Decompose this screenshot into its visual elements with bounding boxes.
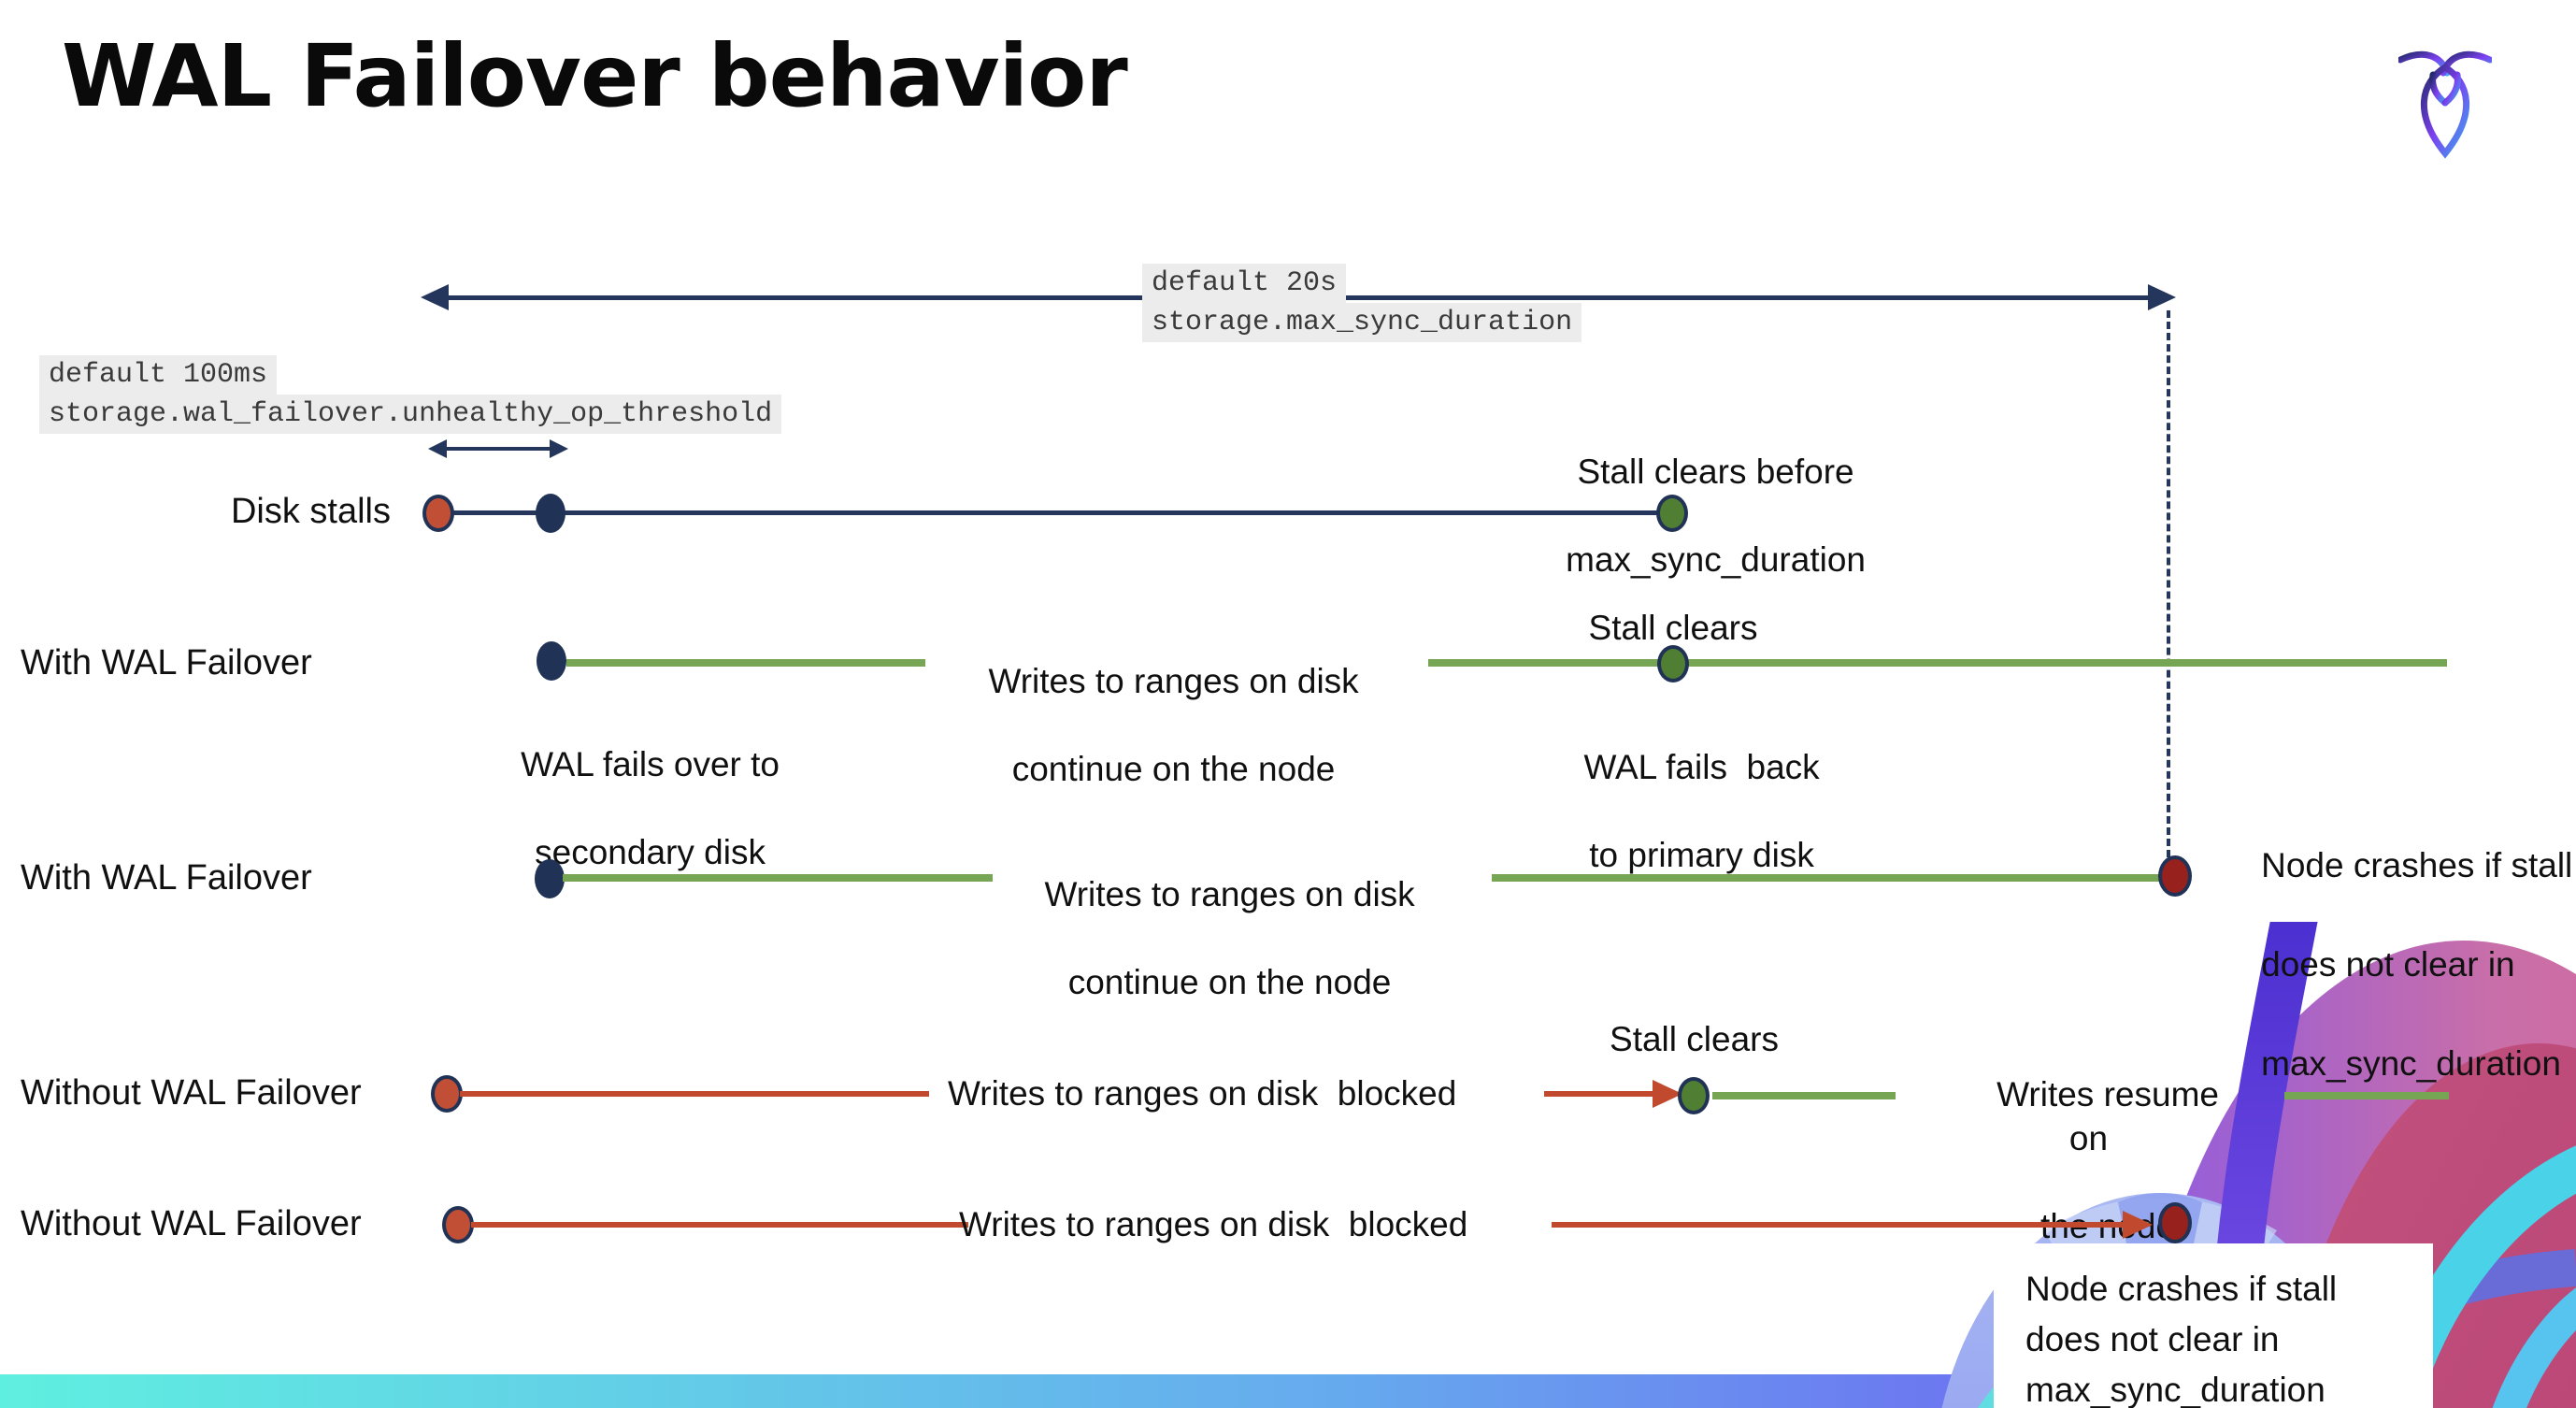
stall-clears-before-line2: max_sync_duration (1566, 540, 1866, 579)
disk-stalls-timeline (451, 510, 1658, 515)
node-crash-row5-line3: max_sync_duration (2025, 1371, 2326, 1408)
writes-continue-row3-line1: Writes to ranges on disk (1044, 875, 1415, 913)
stall-clears-note-row2: Stall clears (1588, 609, 1758, 647)
node-crash-row3-line2: does not clear in (2261, 945, 2515, 984)
threshold-arrow-left-head (428, 439, 447, 458)
writes-blocked-line-a-row5 (471, 1222, 968, 1228)
failback-row2-line1: WAL fails back (1583, 748, 1820, 786)
failover-row2-line2: secondary disk (535, 833, 766, 871)
max-sync-setting-name: storage.max_sync_duration (1142, 303, 1582, 342)
max-sync-deadline-dashed-line (2167, 310, 2170, 857)
unhealthy-op-threshold-label-group: default 100ms storage.wal_failover.unhea… (39, 355, 782, 434)
writes-continue-line-a-row2 (566, 659, 925, 667)
writes-blocked-note-row4: Writes to ranges on disk blocked (948, 1074, 1457, 1113)
row-label-disk-stalls: Disk stalls (230, 492, 391, 531)
page-title: WAL Failover behavior (62, 26, 1128, 126)
max-sync-duration-label-group: default 20s storage.max_sync_duration (1142, 264, 1582, 342)
disk-stall-start-dot (422, 495, 454, 532)
node-crash-row3-line1: Node crashes if stall (2261, 846, 2573, 884)
threshold-arrow-line (445, 447, 551, 451)
stall-clears-note-row4: Stall clears (1610, 1020, 1779, 1058)
writes-blocked-line-b-row5 (1552, 1222, 2125, 1228)
failover-note-row2: WAL fails over to secondary disk (477, 698, 785, 918)
writes-continue-note-row3: Writes to ranges on disk continue on the… (1000, 828, 1421, 1048)
writes-resume-line-a-row4 (1712, 1092, 1896, 1099)
node-crash-dot-row3 (2158, 855, 2192, 897)
node-crash-row5-line2: does not clear in (2025, 1320, 2280, 1358)
stall-start-dot-row4 (431, 1075, 463, 1113)
stall-start-dot-row5 (442, 1206, 474, 1243)
writes-resume-line-b-row4 (2284, 1092, 2449, 1099)
writes-blocked-line-a-row4 (460, 1091, 929, 1097)
writes-continue-row2-line1: Writes to ranges on disk (988, 662, 1359, 700)
writes-blocked-line-b-row4 (1544, 1091, 1654, 1097)
node-crash-note-row3: Node crashes if stall does not clear in … (2223, 791, 2576, 1138)
node-crash-row5-line1: Node crashes if stall (2025, 1270, 2338, 1308)
writes-blocked-note-row5: Writes to ranges on disk blocked (959, 1205, 1468, 1243)
node-crash-callout-row5: Node crashes if stall does not clear in … (1994, 1243, 2433, 1408)
threshold-reached-dot (536, 494, 565, 533)
unhealthy-op-default-value: default 100ms (39, 355, 278, 395)
stall-clears-before-line1: Stall clears before (1577, 453, 1854, 491)
stall-clears-dot-row4 (1678, 1077, 1710, 1114)
row-label-without-wal-failover-2: Without WAL Failover (21, 1204, 362, 1243)
stall-clears-before-note: Stall clears before max_sync_duration (1524, 406, 1869, 625)
writes-continue-note-row2: Writes to ranges on disk continue on the… (939, 615, 1369, 835)
max-sync-arrow-left-head (421, 284, 449, 310)
node-crash-dot-row5 (2158, 1202, 2192, 1243)
max-sync-default-value: default 20s (1142, 264, 1347, 303)
blocked-arrow-head-row4 (1653, 1080, 1682, 1108)
failback-row2-line2: to primary disk (1589, 836, 1814, 874)
failover-row2-line1: WAL fails over to (521, 745, 780, 783)
writes-continue-line-b-row3 (1492, 874, 2161, 882)
failback-note-row2: WAL fails back to primary disk (1538, 701, 1827, 921)
row-label-without-wal-failover-1: Without WAL Failover (21, 1073, 362, 1113)
row-label-with-wal-failover-2: With WAL Failover (21, 858, 312, 898)
node-crash-row3-line3: max_sync_duration (2261, 1044, 2561, 1083)
failover-dot-row2 (537, 641, 566, 681)
stall-clears-dot-row1 (1656, 495, 1688, 532)
stall-clears-dot-row2 (1657, 645, 1689, 682)
writes-continue-line-a-row3 (563, 874, 993, 882)
blocked-arrow-head-row5 (2123, 1211, 2153, 1239)
writes-continue-line-b-row2 (1428, 659, 2447, 667)
threshold-arrow-right-head (550, 439, 568, 458)
max-sync-arrow-right-head (2148, 284, 2176, 310)
failover-dot-row3 (535, 859, 565, 898)
writes-continue-row3-line2: continue on the node (1067, 963, 1392, 1001)
writes-resume-row4-line1: Writes resume on (1996, 1075, 2229, 1157)
unhealthy-op-setting-name: storage.wal_failover.unhealthy_op_thresh… (39, 395, 782, 434)
writes-continue-row2-line2: continue on the node (1011, 750, 1336, 788)
row-label-with-wal-failover-1: With WAL Failover (21, 643, 312, 682)
cockroachdb-logo-icon (2398, 50, 2492, 159)
